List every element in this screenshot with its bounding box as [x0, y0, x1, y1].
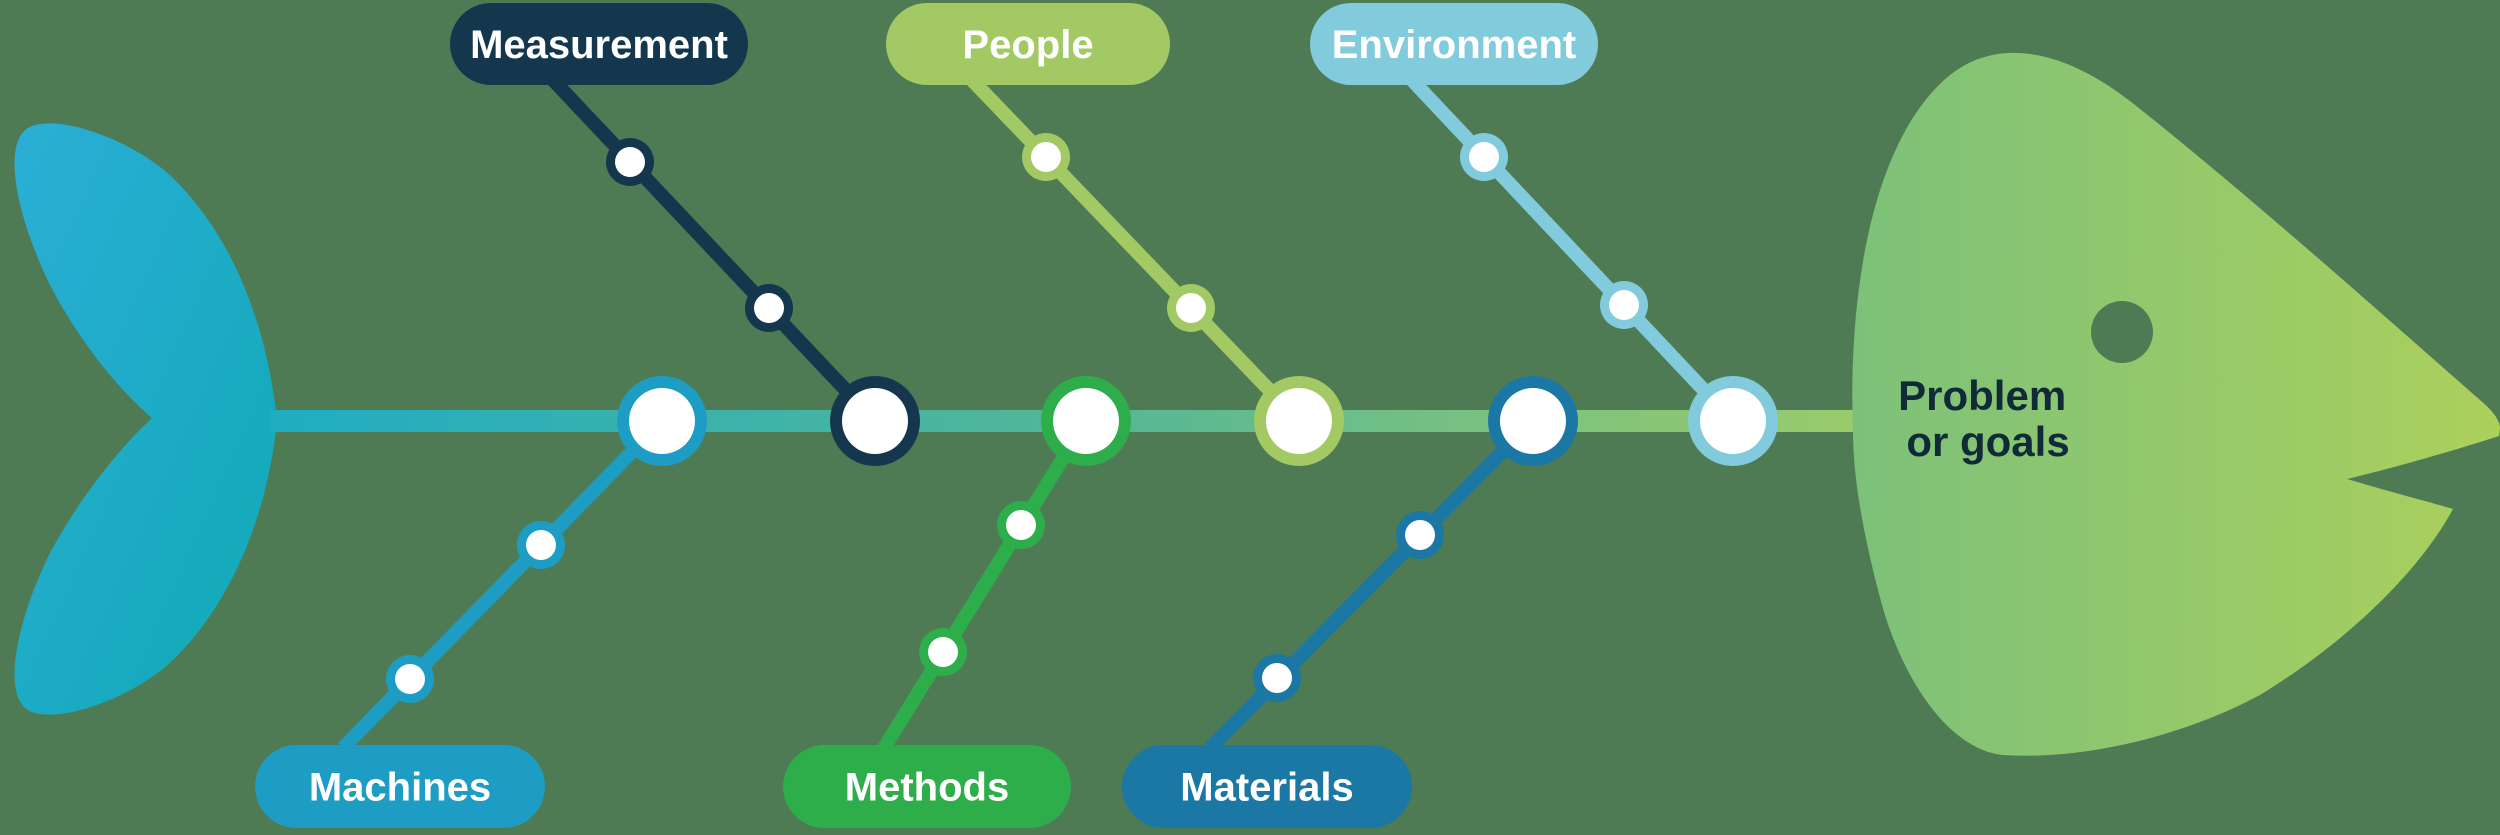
junction-node-measurement[interactable] — [842, 388, 908, 454]
fish-head-icon — [1852, 52, 2500, 756]
branch-line-environment — [1406, 75, 1739, 426]
category-pill-machines[interactable]: Machines — [255, 745, 545, 828]
pill-shape-machines[interactable] — [255, 745, 545, 828]
category-pill-environment[interactable]: Environment — [1310, 3, 1598, 85]
cause-node-people[interactable] — [1031, 142, 1061, 172]
branch-line-methods — [878, 417, 1092, 752]
junction-node-environment[interactable] — [1700, 388, 1766, 454]
pill-label-materials: Materials — [1180, 766, 1353, 810]
category-pill-measurement[interactable]: Measurement — [450, 3, 748, 85]
branch-line-people — [966, 75, 1305, 426]
pill-shape-materials[interactable] — [1122, 745, 1412, 828]
cause-node-machines[interactable] — [526, 530, 556, 560]
cause-node-machines[interactable] — [395, 664, 425, 694]
pill-shape-people[interactable] — [886, 3, 1170, 85]
category-pill-methods[interactable]: Methods — [783, 745, 1071, 828]
cause-node-methods[interactable] — [1006, 510, 1036, 540]
cause-node-environment[interactable] — [1469, 142, 1499, 172]
pill-label-methods: Methods — [845, 766, 1009, 810]
category-pill-people[interactable]: People — [886, 3, 1170, 85]
junction-node-methods[interactable] — [1053, 388, 1119, 454]
cause-node-methods[interactable] — [928, 637, 958, 667]
pill-shape-methods[interactable] — [783, 745, 1071, 828]
cause-node-materials[interactable] — [1262, 663, 1292, 693]
pill-label-environment: Environment — [1332, 23, 1576, 67]
cause-node-measurement[interactable] — [615, 147, 645, 177]
fish-tail-icon — [14, 123, 277, 715]
pill-shape-measurement[interactable] — [450, 3, 748, 85]
fish-eye-icon — [2091, 301, 2153, 363]
pill-label-machines: Machines — [309, 766, 491, 810]
pill-label-people: People — [962, 23, 1093, 67]
junction-node-materials[interactable] — [1500, 388, 1566, 454]
junction-node-people[interactable] — [1266, 388, 1332, 454]
pill-shape-environment[interactable] — [1310, 3, 1598, 85]
cause-node-materials[interactable] — [1405, 520, 1435, 550]
cause-node-environment[interactable] — [1609, 290, 1639, 320]
category-pill-materials[interactable]: Materials — [1122, 745, 1412, 828]
cause-node-measurement[interactable] — [754, 293, 784, 323]
problem-or-goals-label: Problem or goals — [1898, 372, 2078, 465]
junction-node-machines[interactable] — [629, 388, 695, 454]
cause-node-people[interactable] — [1176, 293, 1206, 323]
pill-label-measurement: Measurement — [470, 23, 728, 67]
branch-line-measurement — [547, 75, 881, 426]
